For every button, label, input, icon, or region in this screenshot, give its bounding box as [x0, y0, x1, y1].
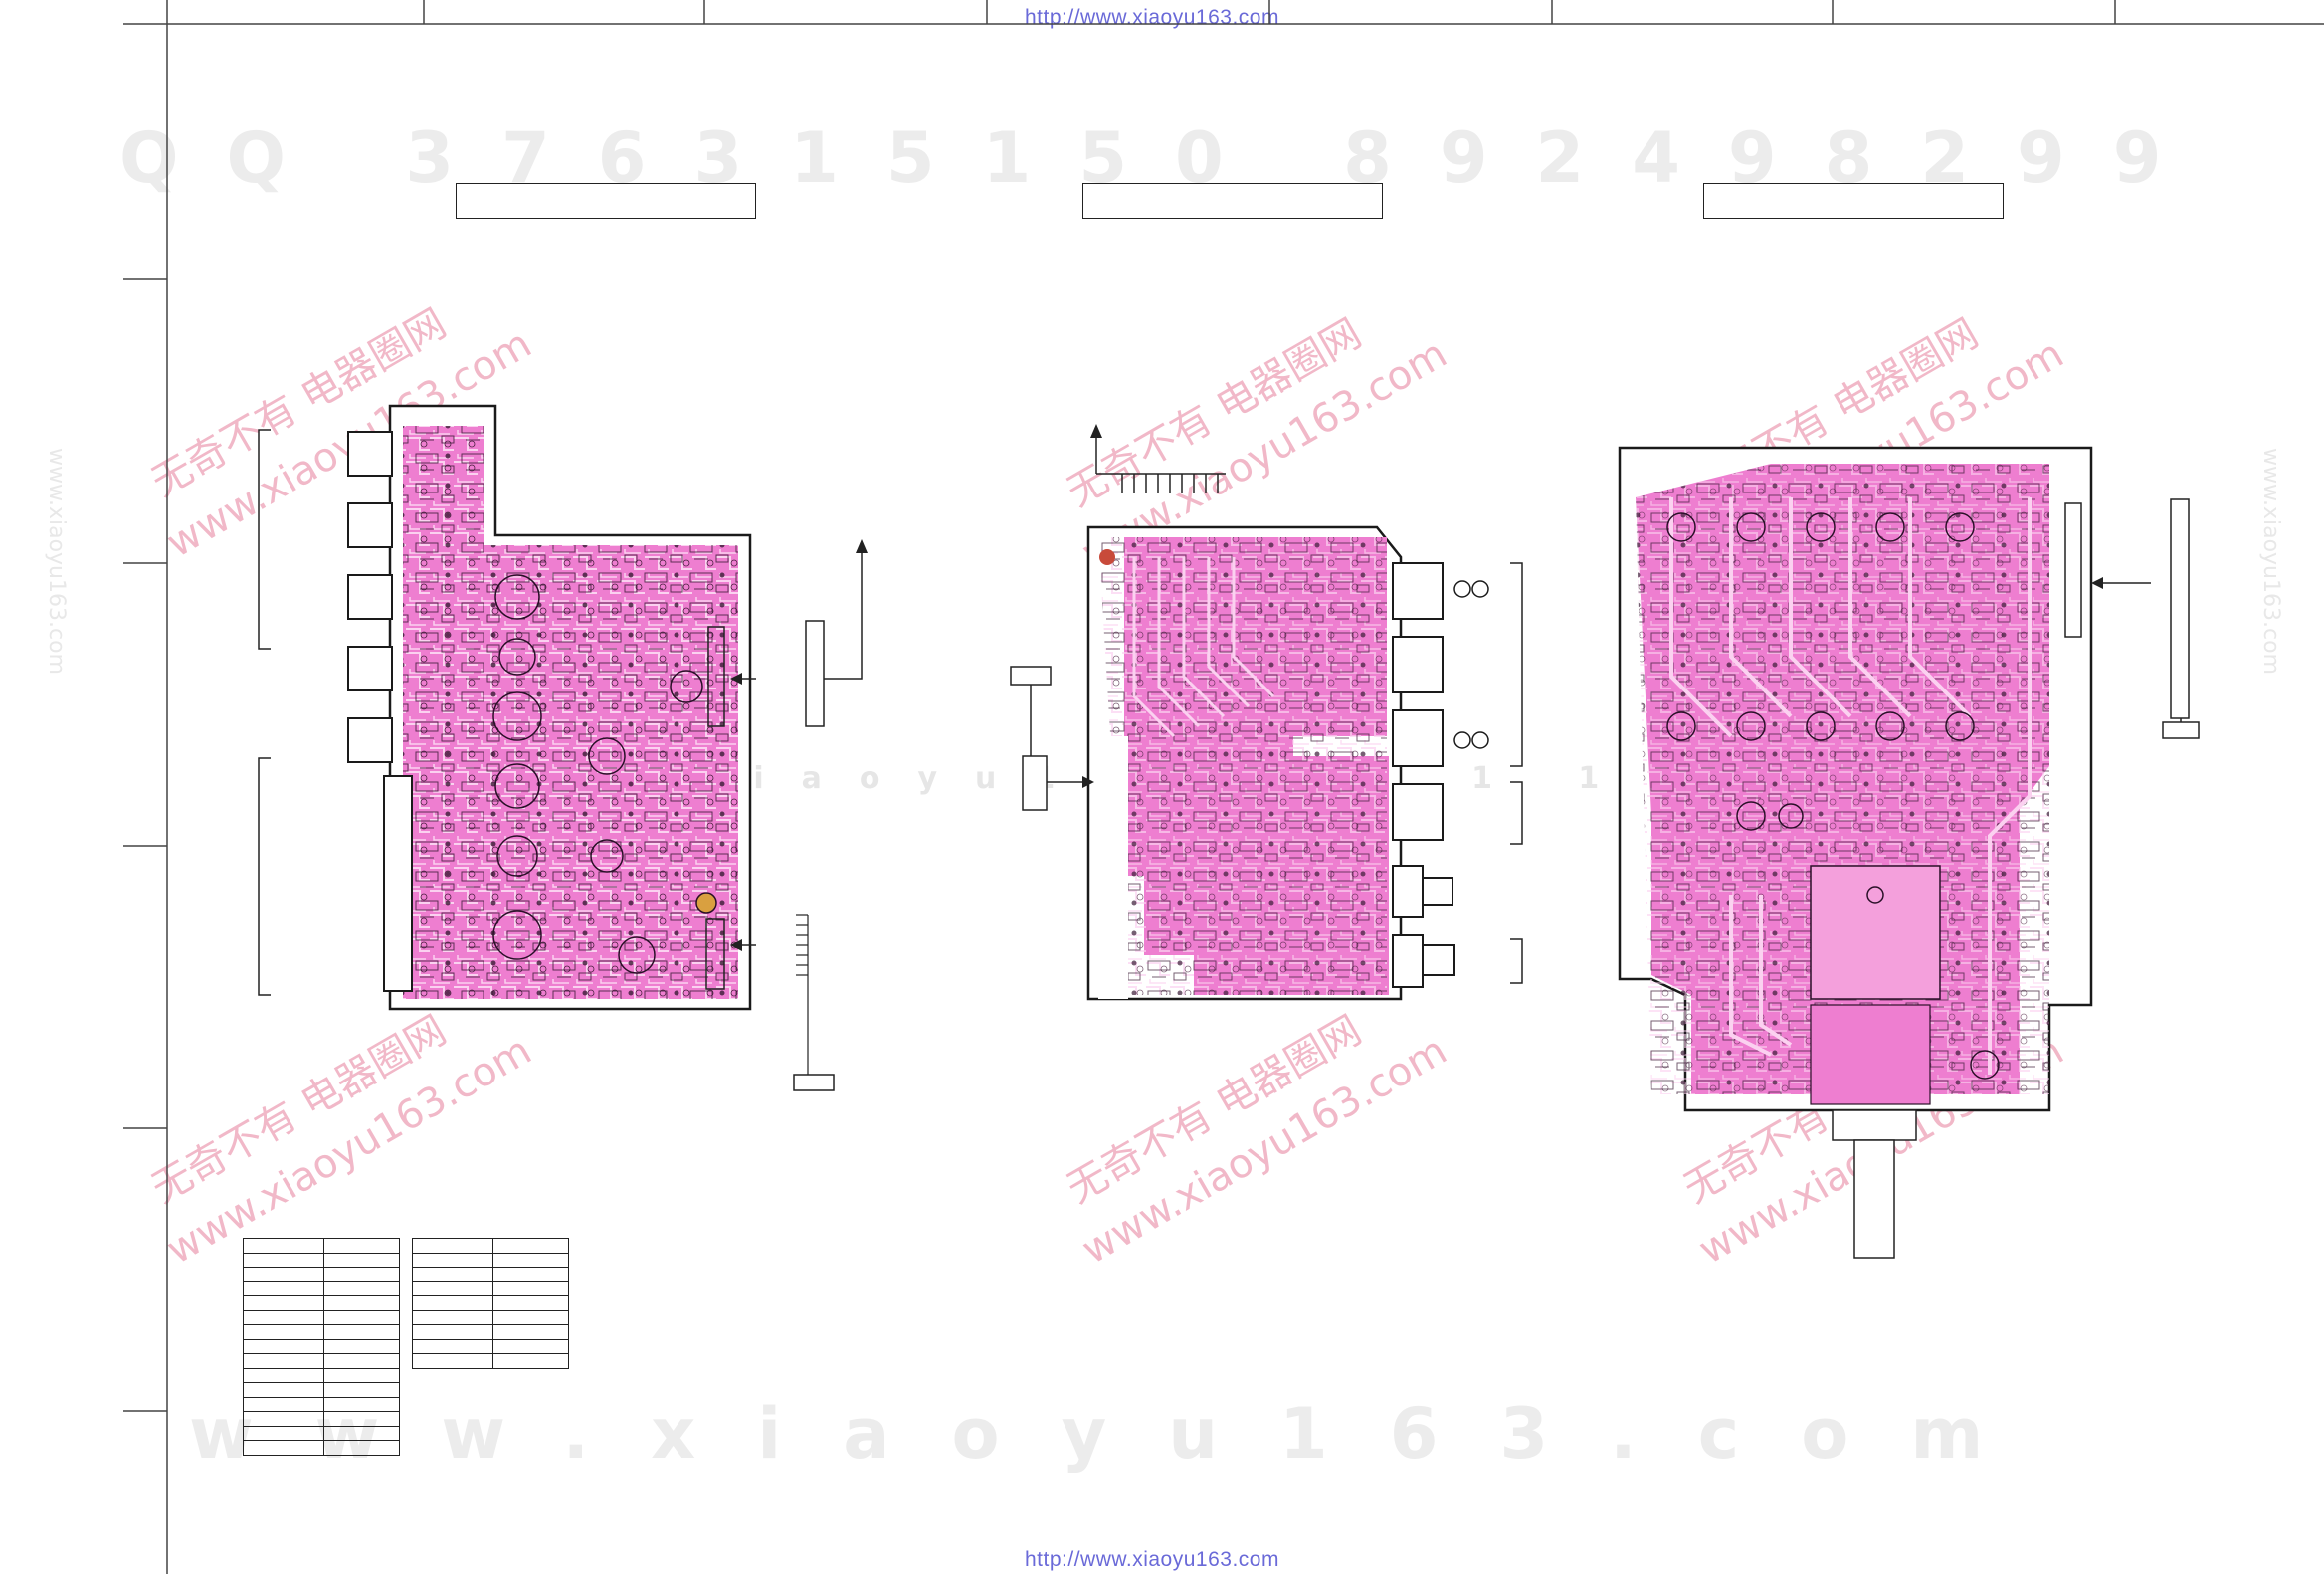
right-board [1618, 446, 2200, 1259]
site-watermark: www.xiaoyu163.com [189, 1393, 2045, 1475]
parts-table-left [243, 1238, 400, 1456]
side-watermark-left: www.xiaoyu163.com [44, 448, 69, 675]
section-title-box-left [456, 183, 756, 219]
parts-table-right [412, 1238, 569, 1369]
side-watermark-right: www.xiaoyu163.com [2258, 448, 2283, 675]
section-title-box-right [1703, 183, 2004, 219]
middle-board [1010, 424, 1523, 1001]
url-bottom[interactable]: http://www.xiaoyu163.com [1025, 1548, 1279, 1571]
left-board [258, 404, 868, 1091]
page-frame [123, 0, 2324, 1574]
section-title-box-middle [1082, 183, 1383, 219]
